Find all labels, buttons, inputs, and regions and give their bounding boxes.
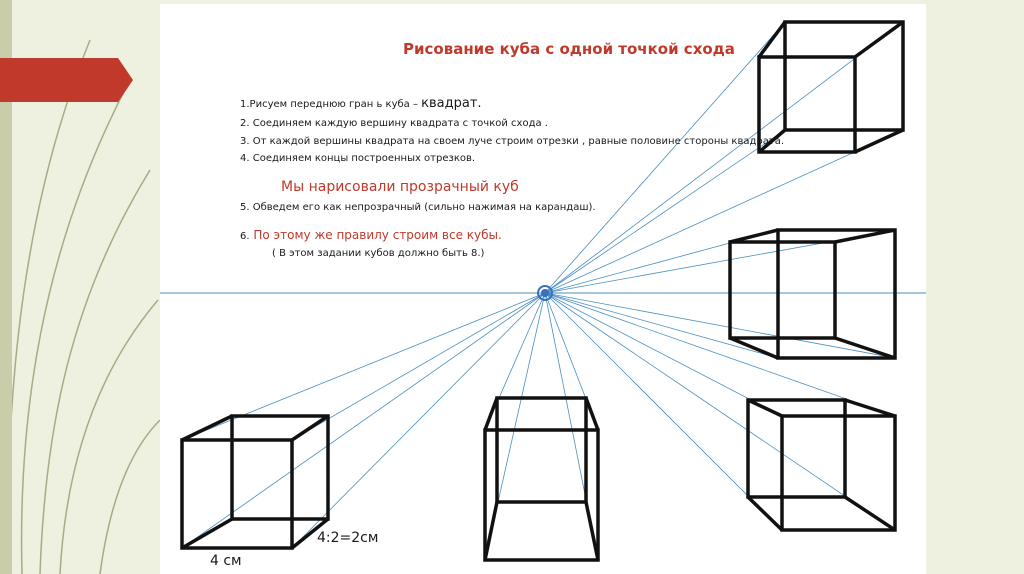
step-6-number: 6. (240, 231, 250, 242)
cube-0-back-face (230, 414, 330, 521)
cube-4-edge-0 (757, 20, 787, 59)
subtitle: Мы нарисовали прозрачный куб (281, 179, 519, 195)
cube-1-edge-2 (584, 501, 600, 561)
ray-0-2 (291, 292, 546, 549)
cube-0-edge-1 (291, 414, 329, 442)
ray-2-1 (544, 292, 896, 417)
step-1-keyword: квадрат. (421, 96, 482, 111)
cube-3-edge-0 (729, 228, 779, 244)
perspective-rays (181, 21, 904, 561)
cube-2-edge-0 (747, 398, 783, 418)
vanishing-point-center (541, 289, 549, 297)
cube-0-edge-3 (181, 517, 233, 550)
step-note: ( В этом задании кубов должно быть 8.) (272, 248, 485, 259)
cube-1-front-face (483, 428, 600, 562)
cube-1-back-face (495, 396, 588, 504)
cube-3-back-face (728, 240, 837, 340)
cube-0-front-face (180, 438, 294, 550)
vanishing-point (537, 285, 553, 301)
left-stripe (0, 0, 12, 574)
step-6: 6. По этому же правилу строим все кубы. (240, 228, 502, 242)
ray-3-3 (544, 292, 779, 359)
dimension-depth: 4:2=2см (317, 530, 379, 546)
ray-2-2 (544, 292, 896, 531)
cube-0-edge-2 (290, 517, 330, 550)
cube-2-edge-1 (844, 398, 896, 418)
cube-1-edge-1 (584, 397, 600, 431)
cube-4-front-face (783, 20, 905, 132)
step-2: 2. Соединяем каждую вершину квадрата с т… (240, 118, 548, 129)
ray-2-0 (544, 292, 783, 417)
cube-1-edge-3 (483, 501, 499, 561)
cube-0-edge-0 (181, 414, 233, 442)
cube-4-edge-3 (757, 128, 787, 154)
page-title: Рисование куба с одной точкой схода (403, 40, 735, 58)
cube-3-edge-2 (834, 336, 896, 360)
cube-4-edge-2 (854, 128, 904, 154)
ray-3-2 (544, 292, 896, 359)
cube-4-edge-1 (853, 20, 905, 59)
ray-4-0 (544, 21, 786, 294)
cube-3-edge-3 (729, 336, 779, 360)
cube-2-front-face (780, 414, 897, 532)
ray-4-1 (544, 21, 904, 294)
step-1: 1.Рисуем переднюю гран ь куба – квадрат. (240, 96, 482, 111)
step-5: 5. Обведем его как непрозрачный (сильно … (240, 202, 596, 213)
red-arrow-icon (0, 58, 133, 102)
white-card (160, 4, 926, 574)
step-3: 3. От каждой вершины квадрата на своем л… (240, 136, 785, 147)
step-6-text: По этому же правилу строим все кубы. (253, 228, 502, 242)
dimension-side: 4 см (210, 553, 242, 569)
cube-2-edge-2 (844, 495, 896, 532)
ray-0-1 (291, 292, 546, 441)
cube-3-edge-1 (834, 228, 896, 244)
hidden-edges (181, 56, 855, 549)
step-4: 4. Соединяем концы построенных отрезков. (240, 153, 476, 164)
cube-1-edge-0 (483, 397, 499, 431)
ray-4-2 (544, 129, 904, 294)
cube-2-edge-3 (746, 495, 784, 532)
cubes (180, 20, 905, 562)
ray-0-3 (181, 292, 546, 549)
ray-4-3 (544, 129, 786, 294)
step-1-text: 1.Рисуем переднюю гран ь куба – (240, 99, 418, 110)
ray-2-3 (544, 292, 783, 531)
